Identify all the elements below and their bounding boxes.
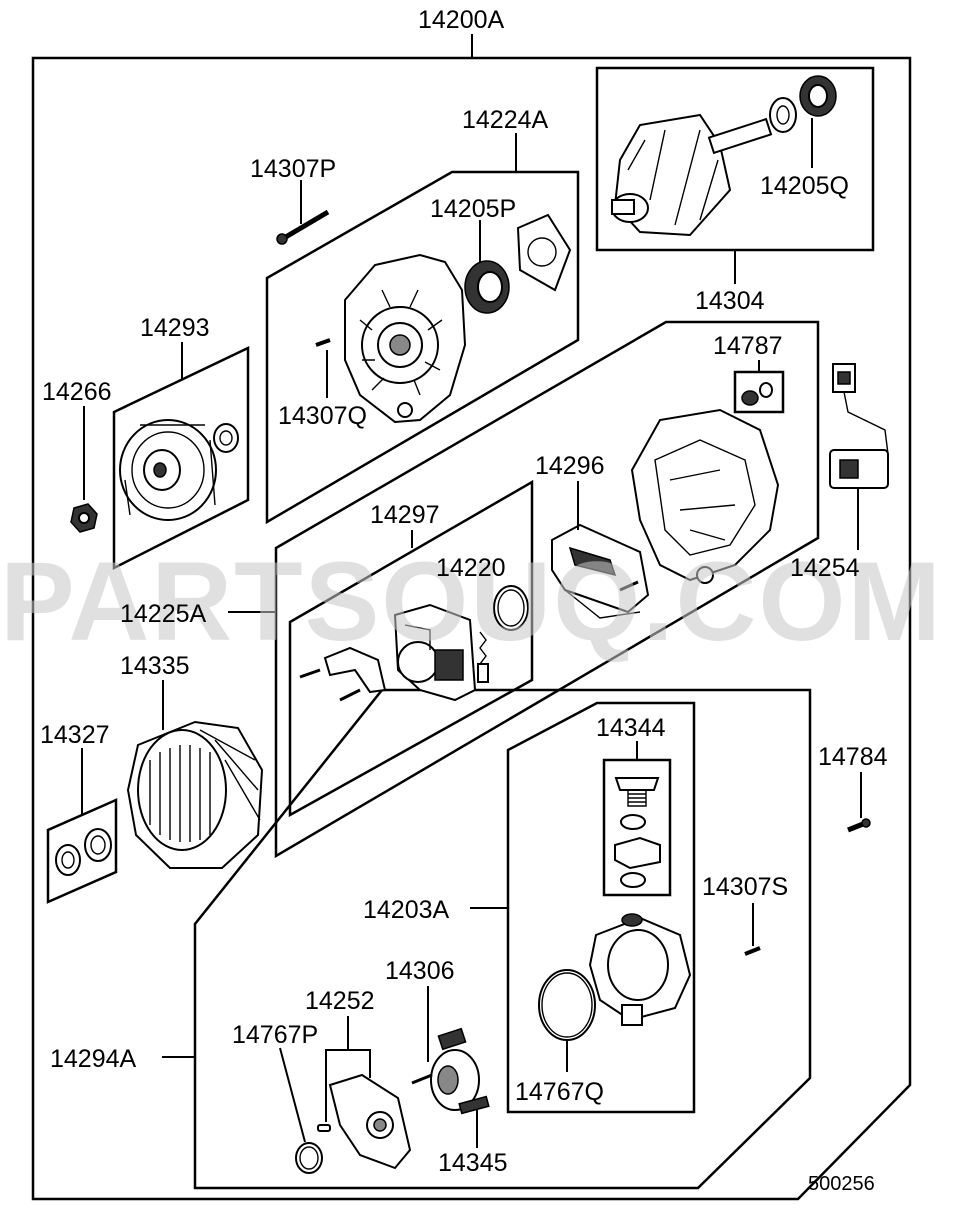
rear-housing-part: [630, 408, 780, 584]
label-14345: 14345: [438, 1149, 508, 1177]
label-14307S: 14307S: [702, 873, 788, 901]
label-14205P: 14205P: [430, 195, 516, 223]
label-14293: 14293: [140, 314, 210, 342]
rectifier-part: [551, 523, 650, 619]
bolt-14307S: [744, 946, 761, 956]
label-14327: 14327: [40, 721, 110, 749]
group-frame-14203A: [506, 701, 696, 1114]
pulley-part: [119, 419, 217, 521]
assembly-frame-14200A: [31, 56, 912, 1201]
label-14254: 14254: [790, 554, 860, 582]
label-14294A: 14294A: [50, 1045, 137, 1073]
cap-14787: [741, 382, 773, 406]
bearing-14205Q: [769, 75, 837, 133]
retainer-plate: [516, 213, 572, 292]
rotor-part: [611, 113, 773, 237]
label-14784: 14784: [818, 743, 888, 771]
group-frame-14225A: [274, 320, 820, 859]
label-14787: 14787: [713, 332, 783, 360]
label-14296: 14296: [535, 452, 605, 480]
cover-plate-part: [328, 1073, 412, 1170]
screw-14307Q: [315, 338, 331, 347]
ring-14220: [493, 585, 529, 631]
vane-14345: [458, 1095, 490, 1115]
check-valve-part: [614, 777, 661, 888]
label-14307Q: 14307Q: [278, 402, 367, 430]
brush-holder-part: [393, 603, 477, 702]
label-14335: 14335: [120, 652, 190, 680]
label-14252: 14252: [305, 987, 375, 1015]
terminal-plate-part: [299, 646, 387, 702]
label-14203A: 14203A: [363, 896, 450, 924]
watermark: PARTSOUQ.COM: [0, 539, 943, 664]
oring-14767P: [295, 1142, 323, 1174]
label-14225A: 14225A: [120, 600, 207, 628]
vane-part: [411, 1027, 480, 1111]
label-14344: 14344: [596, 714, 666, 742]
label-14307P: 14307P: [250, 155, 336, 183]
bearing-14327: [55, 828, 112, 876]
label-14205Q: 14205Q: [760, 172, 849, 200]
label-14224A: 14224A: [462, 106, 549, 134]
bolt-14784: [847, 818, 871, 833]
label-14767Q: 14767Q: [515, 1078, 604, 1106]
oring-14767Q: [538, 969, 596, 1041]
pulley-spacer: [213, 423, 239, 453]
group-frame-14297: [288, 479, 534, 818]
front-housing-part: [344, 253, 467, 424]
group-frame-14787: [733, 370, 785, 414]
bolt-14307P: [276, 209, 330, 245]
pin-part: [317, 1124, 331, 1132]
harness-connector-part: [829, 363, 889, 489]
label-14266: 14266: [42, 378, 112, 406]
nut-14266: [70, 503, 98, 533]
group-frame-14294A: [193, 688, 812, 1190]
group-frame-14327: [46, 798, 118, 904]
label-14200A: 14200A: [418, 6, 505, 34]
group-frame-14293: [112, 346, 250, 571]
label-14767P: 14767P: [232, 1021, 318, 1049]
stator-part: [126, 720, 264, 869]
diagram-code: 500256: [808, 1173, 875, 1195]
pump-housing-part: [588, 913, 692, 1026]
label-14297: 14297: [370, 501, 440, 529]
bearing-14205P: [464, 260, 510, 314]
brush-spring-part: [477, 631, 489, 683]
group-frame-14224A: [265, 170, 580, 525]
label-14304: 14304: [695, 287, 765, 315]
label-14220: 14220: [436, 554, 506, 582]
label-14306: 14306: [385, 957, 455, 985]
